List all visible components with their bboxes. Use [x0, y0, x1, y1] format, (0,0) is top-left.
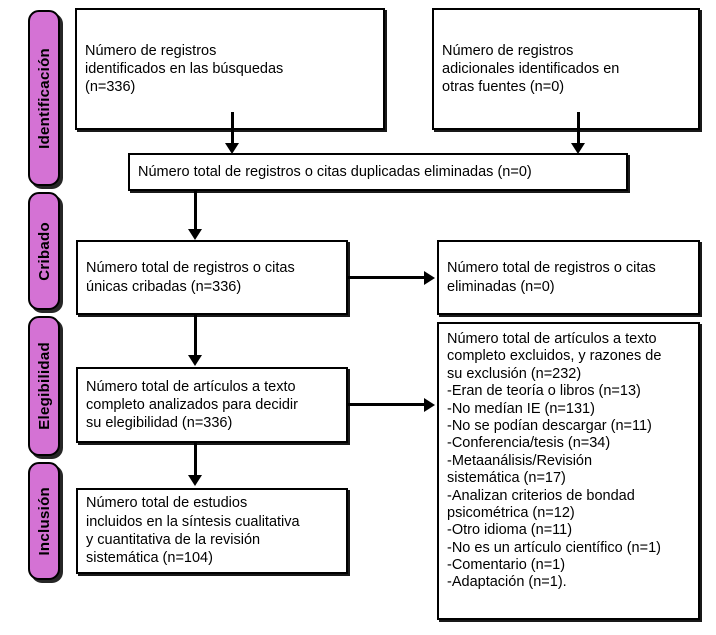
arrow-duplicates-to-screened [188, 229, 202, 240]
connector-additional-to-duplicates [577, 112, 580, 145]
stage-tab-label: Elegibilidad [35, 342, 53, 430]
arrow-screened-to-excluded [424, 271, 435, 285]
arrow-screened-to-fulltext [188, 355, 202, 366]
box-fulltext-excluded: Número total de artículos a texto comple… [437, 322, 700, 620]
box-fulltext-assessed-text: Número total de artículos a texto comple… [86, 378, 298, 432]
connector-screened-to-fulltext [194, 315, 197, 359]
box-studies-included: Número total de estudios incluidos en la… [76, 488, 348, 574]
box-records-screened: Número total de registros o citas únicas… [76, 240, 348, 315]
stage-tab-label: Inclusión [35, 486, 53, 556]
stage-tab-label: Identificación [35, 47, 53, 149]
stage-tab-cribado[interactable]: Cribado [28, 192, 60, 310]
box-fulltext-assessed: Número total de artículos a texto comple… [76, 367, 348, 443]
arrow-fulltext-to-included [188, 475, 202, 486]
stage-tab-elegibilidad[interactable]: Elegibilidad [28, 316, 60, 456]
box-records-identified-text: Número de registros identificados en las… [85, 42, 284, 96]
connector-duplicates-to-screened [194, 191, 197, 233]
connector-identified-to-duplicates [231, 112, 234, 145]
box-studies-included-text: Número total de estudios incluidos en la… [86, 495, 300, 567]
arrow-identified-to-duplicates [225, 143, 239, 154]
connector-fulltext-to-excluded [348, 403, 426, 406]
arrow-fulltext-to-excluded [424, 398, 435, 412]
arrow-additional-to-duplicates [571, 143, 585, 154]
box-fulltext-excluded-text: Número total de artículos a texto comple… [447, 331, 662, 591]
box-records-excluded: Número total de registros o citas elimin… [437, 240, 700, 315]
stage-tab-label: Cribado [35, 221, 53, 281]
connector-fulltext-to-included [194, 443, 197, 479]
connector-screened-to-excluded [348, 276, 426, 279]
box-records-excluded-text: Número total de registros o citas elimin… [447, 260, 656, 295]
box-additional-records: Número de registros adicionales identifi… [432, 8, 700, 130]
box-duplicates-removed-text: Número total de registros o citas duplic… [138, 163, 532, 180]
stage-tab-inclusion[interactable]: Inclusión [28, 462, 60, 580]
box-additional-records-text: Número de registros adicionales identifi… [442, 42, 620, 96]
box-records-screened-text: Número total de registros o citas únicas… [86, 260, 295, 295]
box-duplicates-removed: Número total de registros o citas duplic… [128, 153, 628, 191]
stage-tab-identificacion[interactable]: Identificación [28, 10, 60, 186]
box-records-identified: Número de registros identificados en las… [75, 8, 385, 130]
